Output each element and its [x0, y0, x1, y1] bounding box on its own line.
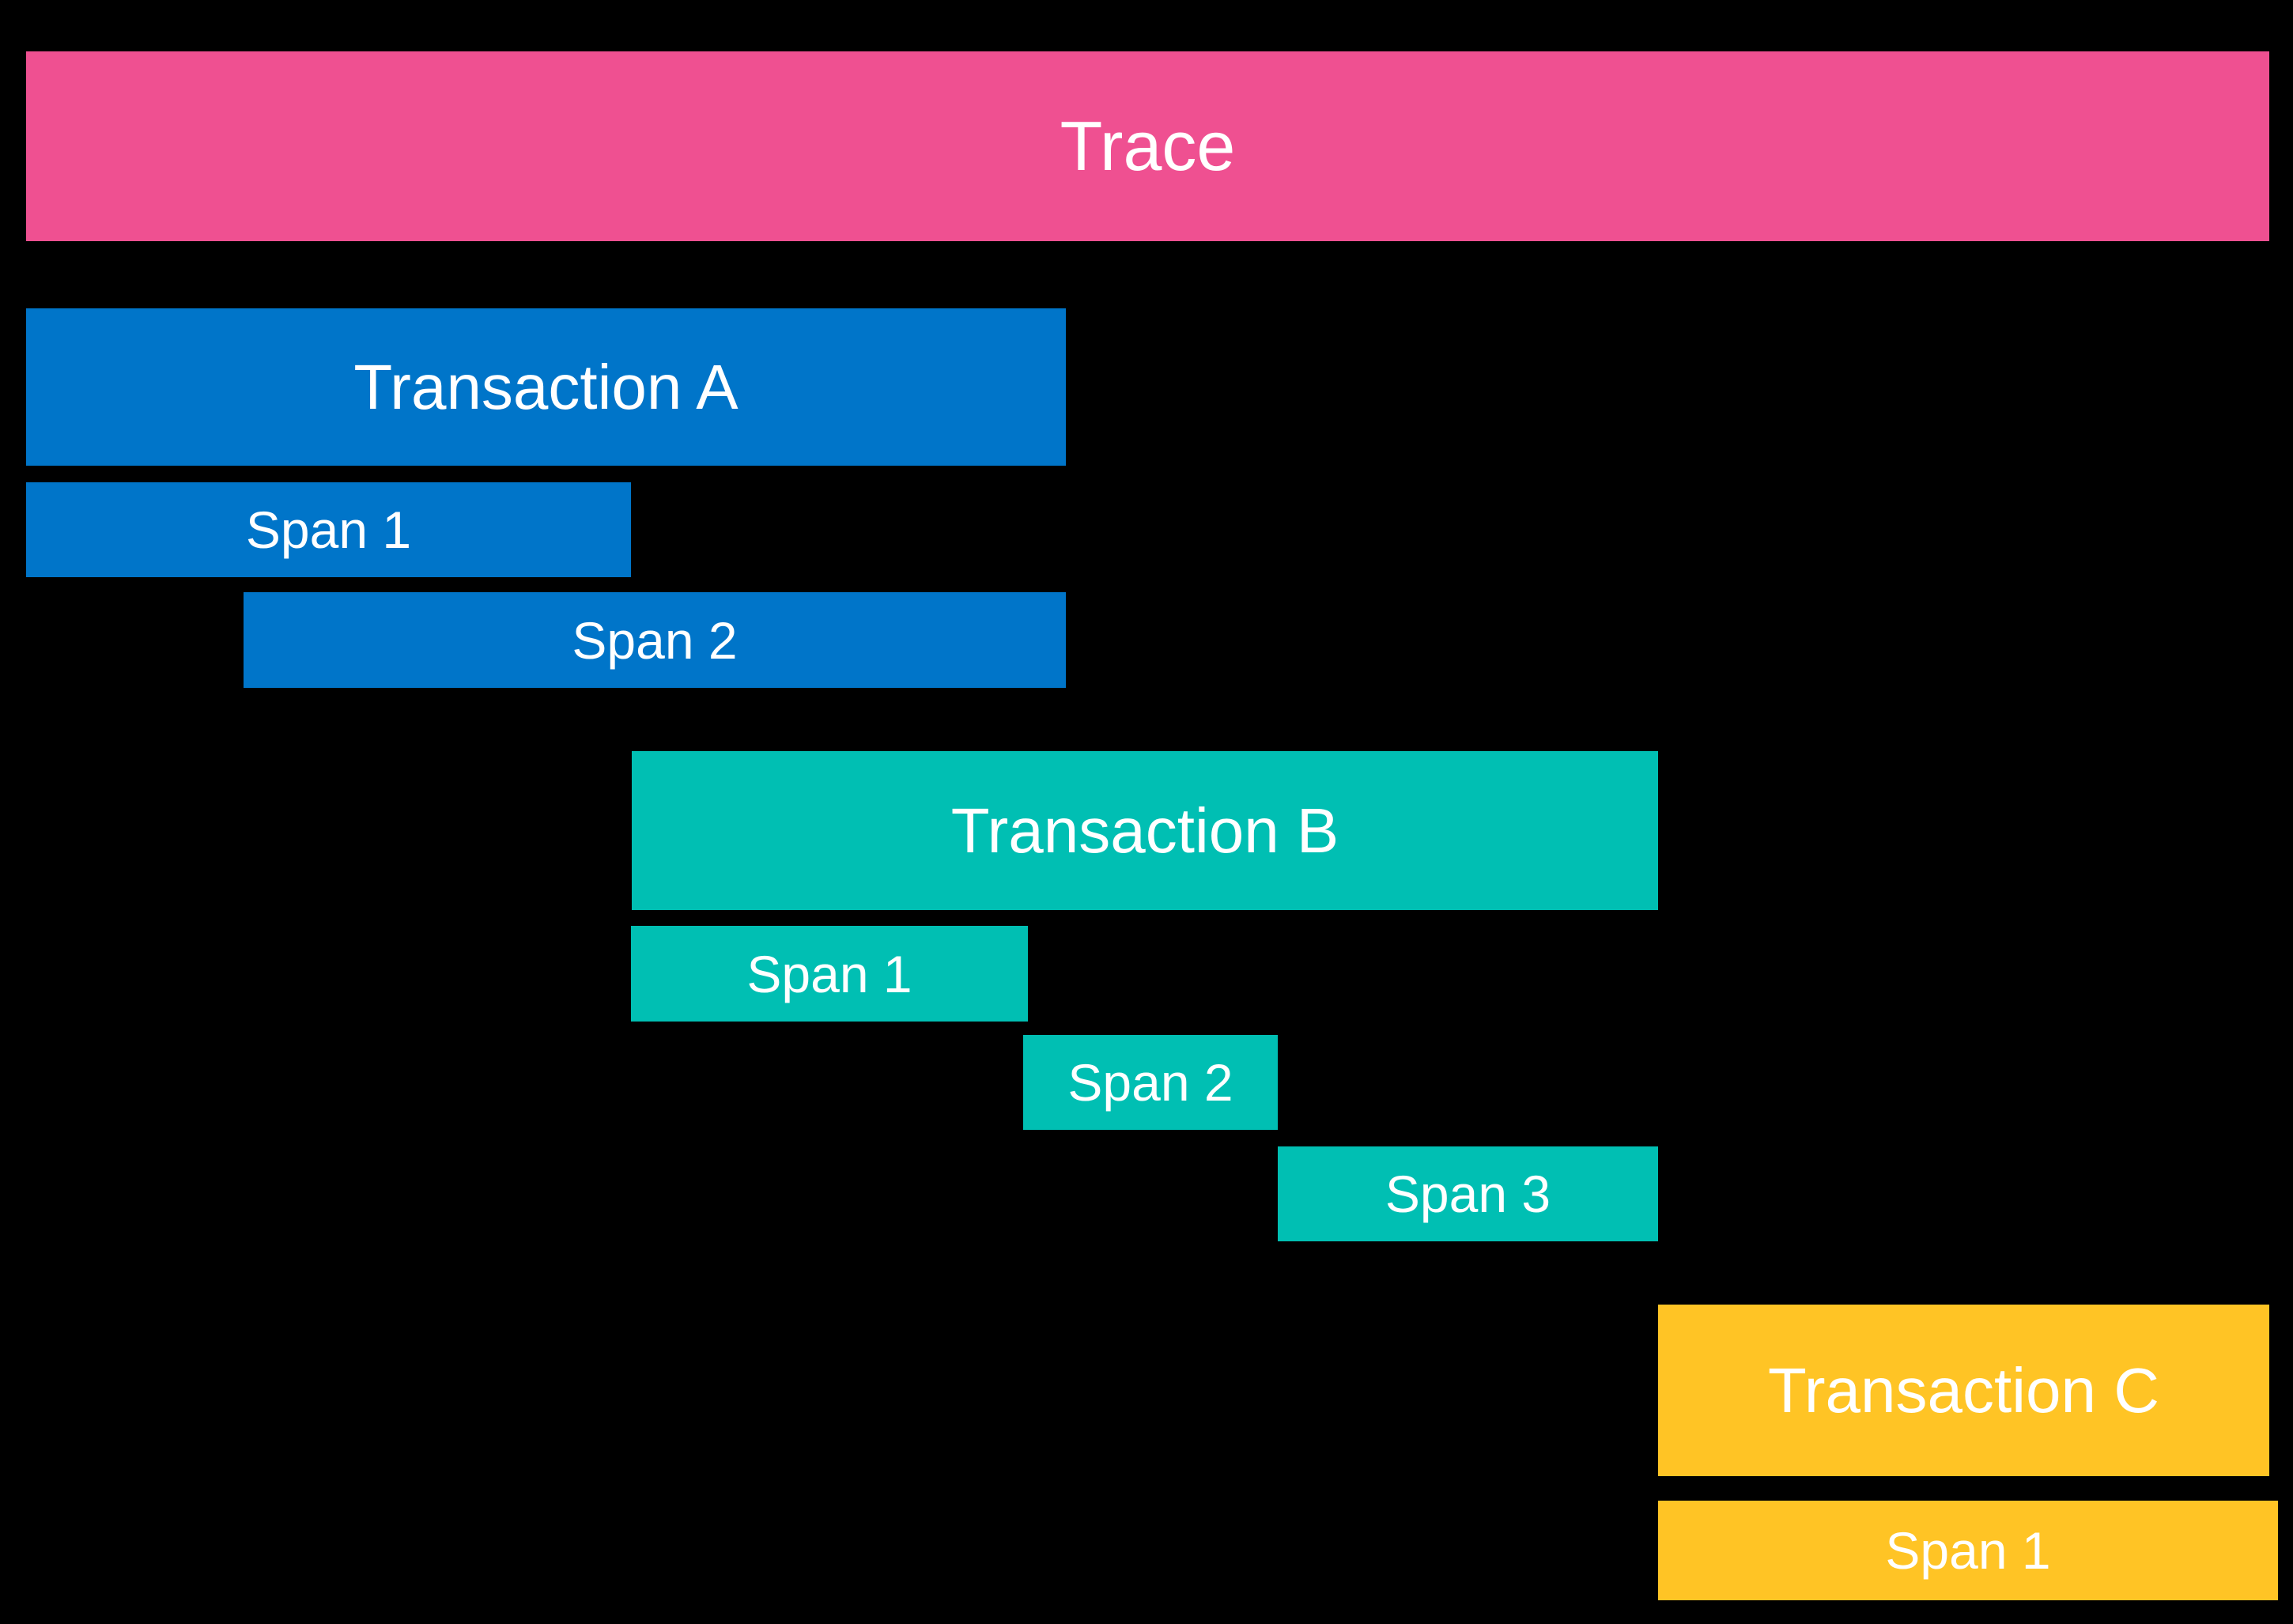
bar-label-transaction-a-span-1: Span 1: [245, 500, 412, 559]
bar-label-trace: Trace: [1060, 107, 1236, 185]
bar-label-transaction-c-span-1: Span 1: [1885, 1521, 2051, 1580]
bar-label-transaction-b-span-2: Span 2: [1067, 1053, 1233, 1112]
bar-transaction-a-span-2[interactable]: Span 2: [244, 592, 1066, 688]
bar-label-transaction-b-span-3: Span 3: [1384, 1165, 1551, 1223]
bar-transaction-b-span-2[interactable]: Span 2: [1023, 1035, 1278, 1130]
bar-transaction-b[interactable]: Transaction B: [632, 751, 1658, 910]
bar-transaction-c-span-1[interactable]: Span 1: [1658, 1501, 2278, 1600]
bar-label-transaction-a-span-2: Span 2: [572, 610, 738, 670]
bar-label-transaction-b-span-1: Span 1: [746, 944, 912, 1003]
bar-transaction-b-span-3[interactable]: Span 3: [1278, 1146, 1658, 1241]
bar-transaction-b-span-1[interactable]: Span 1: [631, 926, 1028, 1022]
bar-trace[interactable]: Trace: [26, 51, 2269, 241]
bar-label-transaction-c: Transaction C: [1768, 1354, 2159, 1426]
bar-transaction-a[interactable]: Transaction A: [26, 308, 1066, 466]
bar-transaction-a-span-1[interactable]: Span 1: [26, 482, 631, 577]
bar-label-transaction-b: Transaction B: [950, 795, 1339, 866]
bar-label-transaction-a: Transaction A: [353, 351, 739, 422]
bar-transaction-c[interactable]: Transaction C: [1658, 1305, 2269, 1476]
